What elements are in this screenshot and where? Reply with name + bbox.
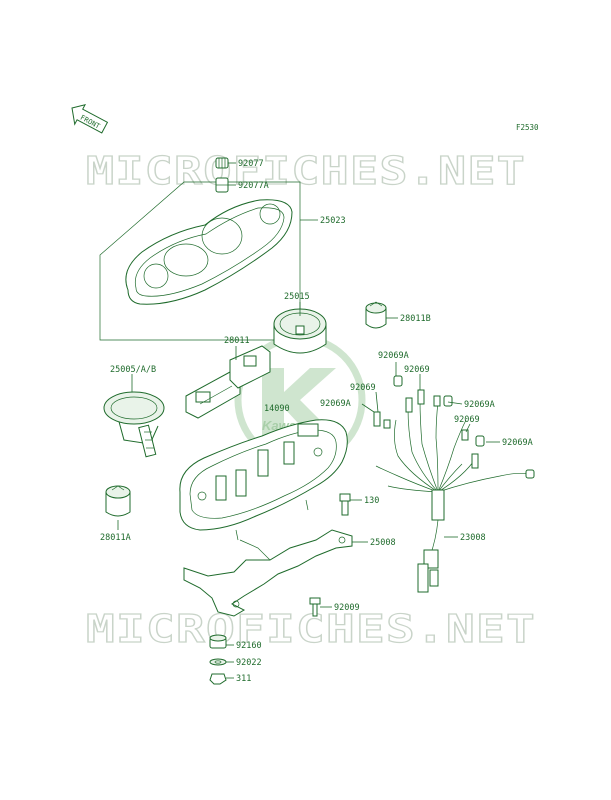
meter-case-14090 [179, 419, 348, 541]
label-92069-a: 92069 [404, 365, 430, 375]
bracket-25008 [183, 529, 353, 617]
label-25015: 25015 [284, 292, 310, 302]
label-311: 311 [236, 674, 251, 684]
label-92069A-right: 92069A [464, 400, 495, 410]
gauge-25015 [273, 308, 327, 354]
label-25023: 25023 [320, 216, 346, 226]
front-arrow-icon: FRONT [71, 103, 109, 134]
label-92009: 92009 [334, 603, 360, 613]
label-28011: 28011 [224, 336, 250, 346]
watermark-top: MICROFICHES.NET [86, 149, 526, 193]
label-14090: 14090 [264, 404, 290, 414]
diagram-code: F2530 [516, 123, 539, 132]
bolt-130 [339, 493, 351, 516]
label-92077A: 92077A [238, 181, 269, 191]
meter-cover-25023 [99, 181, 301, 341]
label-92022: 92022 [236, 658, 262, 668]
label-92069A-top: 92069A [378, 351, 409, 361]
cap-92077 [215, 157, 229, 169]
label-92069A-far: 92069A [502, 438, 533, 448]
label-25005: 25005/A/B [110, 365, 156, 375]
label-92069-b: 92069 [350, 383, 376, 393]
watermark-bottom: MICROFICHES.NET [86, 607, 536, 651]
gauge-25005 [103, 391, 165, 458]
label-130: 130 [364, 496, 379, 506]
washer-92022 [209, 658, 227, 666]
socket-28011A [105, 485, 131, 517]
harness-23008 [373, 375, 535, 593]
cap-92077A [215, 177, 229, 193]
label-25008: 25008 [370, 538, 396, 548]
grommet-92160 [209, 634, 227, 649]
label-92069A-left: 92069A [320, 399, 351, 409]
label-92077: 92077 [238, 159, 264, 169]
leader-lines [117, 162, 500, 679]
label-92069-c: 92069 [454, 415, 480, 425]
nut-311 [209, 673, 227, 685]
label-28011A: 28011A [100, 533, 131, 543]
label-23008: 23008 [460, 533, 486, 543]
label-28011B: 28011B [400, 314, 431, 324]
switch-28011 [185, 345, 271, 419]
socket-28011B [365, 301, 387, 329]
label-92160: 92160 [236, 641, 262, 651]
screw-92009 [309, 597, 321, 617]
